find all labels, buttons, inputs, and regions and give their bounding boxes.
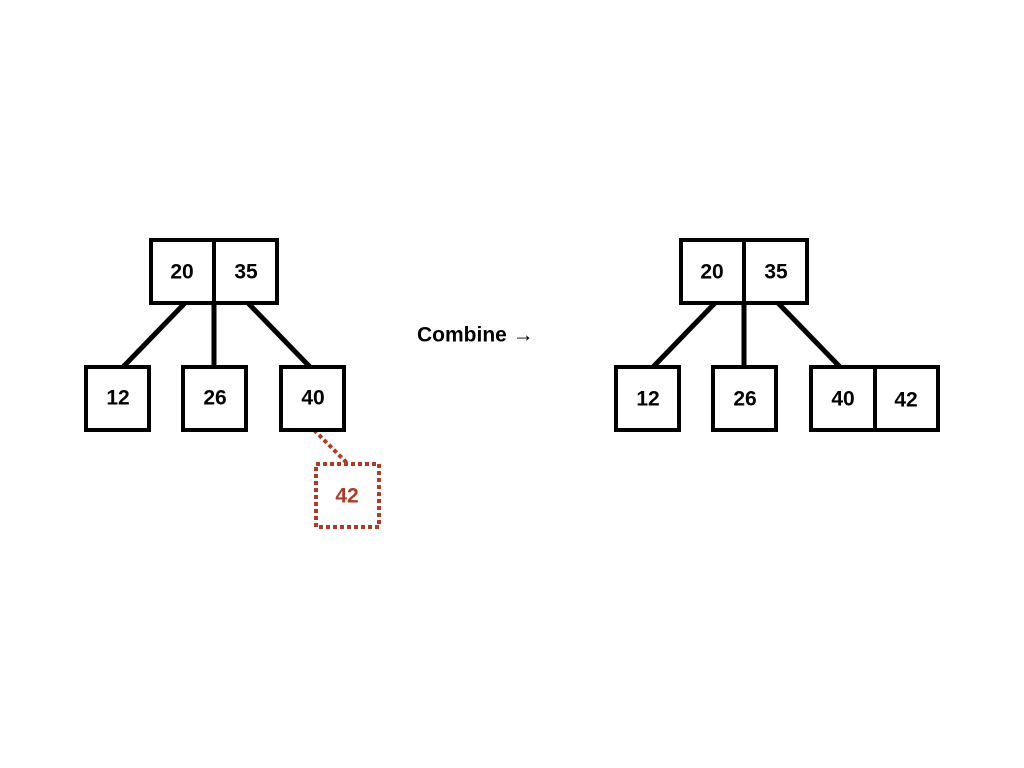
before-edge-right bbox=[246, 301, 312, 369]
after-tree: 20 35 12 26 40 42 bbox=[614, 238, 940, 432]
before-root-node: 20 35 bbox=[149, 238, 279, 305]
before-leaf-1: 12 bbox=[84, 365, 151, 432]
before-leaf-3-cell bbox=[279, 365, 346, 432]
before-leaf-2: 26 bbox=[181, 365, 248, 432]
after-root-cell-2 bbox=[742, 238, 809, 305]
before-leaf-3-key: 40 bbox=[301, 387, 324, 410]
after-root-key-1: 20 bbox=[700, 261, 723, 284]
after-edge-left bbox=[651, 301, 717, 369]
before-edge-left bbox=[121, 301, 187, 369]
inserted-node-cell bbox=[314, 462, 381, 529]
inserted-node-key: 42 bbox=[335, 485, 358, 508]
before-leaf-1-cell bbox=[84, 365, 151, 432]
after-edge-right bbox=[776, 301, 842, 369]
before-leaf-2-key: 26 bbox=[203, 387, 226, 410]
after-leaf-1-key: 12 bbox=[636, 388, 659, 411]
inserted-node: 42 bbox=[314, 462, 381, 529]
after-leaf-3-key-1: 40 bbox=[831, 388, 854, 411]
after-leaf-2-key: 26 bbox=[733, 388, 756, 411]
before-root-key-1: 20 bbox=[170, 261, 193, 284]
after-root-key-2: 35 bbox=[764, 261, 788, 284]
after-leaf-3-key-2: 42 bbox=[894, 389, 917, 412]
after-leaf-1-cell bbox=[614, 365, 681, 432]
combine-label: Combine → bbox=[417, 324, 534, 347]
before-root-cell-2 bbox=[212, 238, 279, 305]
after-leaf-3-cell-1 bbox=[809, 365, 877, 432]
after-leaf-2-cell bbox=[711, 365, 778, 432]
before-tree: 20 35 12 26 40 42 bbox=[84, 238, 381, 529]
before-leaf-3: 40 bbox=[279, 365, 346, 432]
after-leaf-1: 12 bbox=[614, 365, 681, 432]
before-edge-inserted bbox=[312, 428, 350, 466]
after-leaf-2: 26 bbox=[711, 365, 778, 432]
before-leaf-2-cell bbox=[181, 365, 248, 432]
before-leaf-1-key: 12 bbox=[106, 387, 129, 410]
after-root-cell-1 bbox=[679, 238, 746, 305]
after-leaf-3-cell-2 bbox=[873, 365, 940, 432]
after-root-node: 20 35 bbox=[679, 238, 809, 305]
before-root-key-2: 35 bbox=[234, 261, 258, 284]
after-leaf-3-combined: 40 42 bbox=[809, 365, 940, 432]
